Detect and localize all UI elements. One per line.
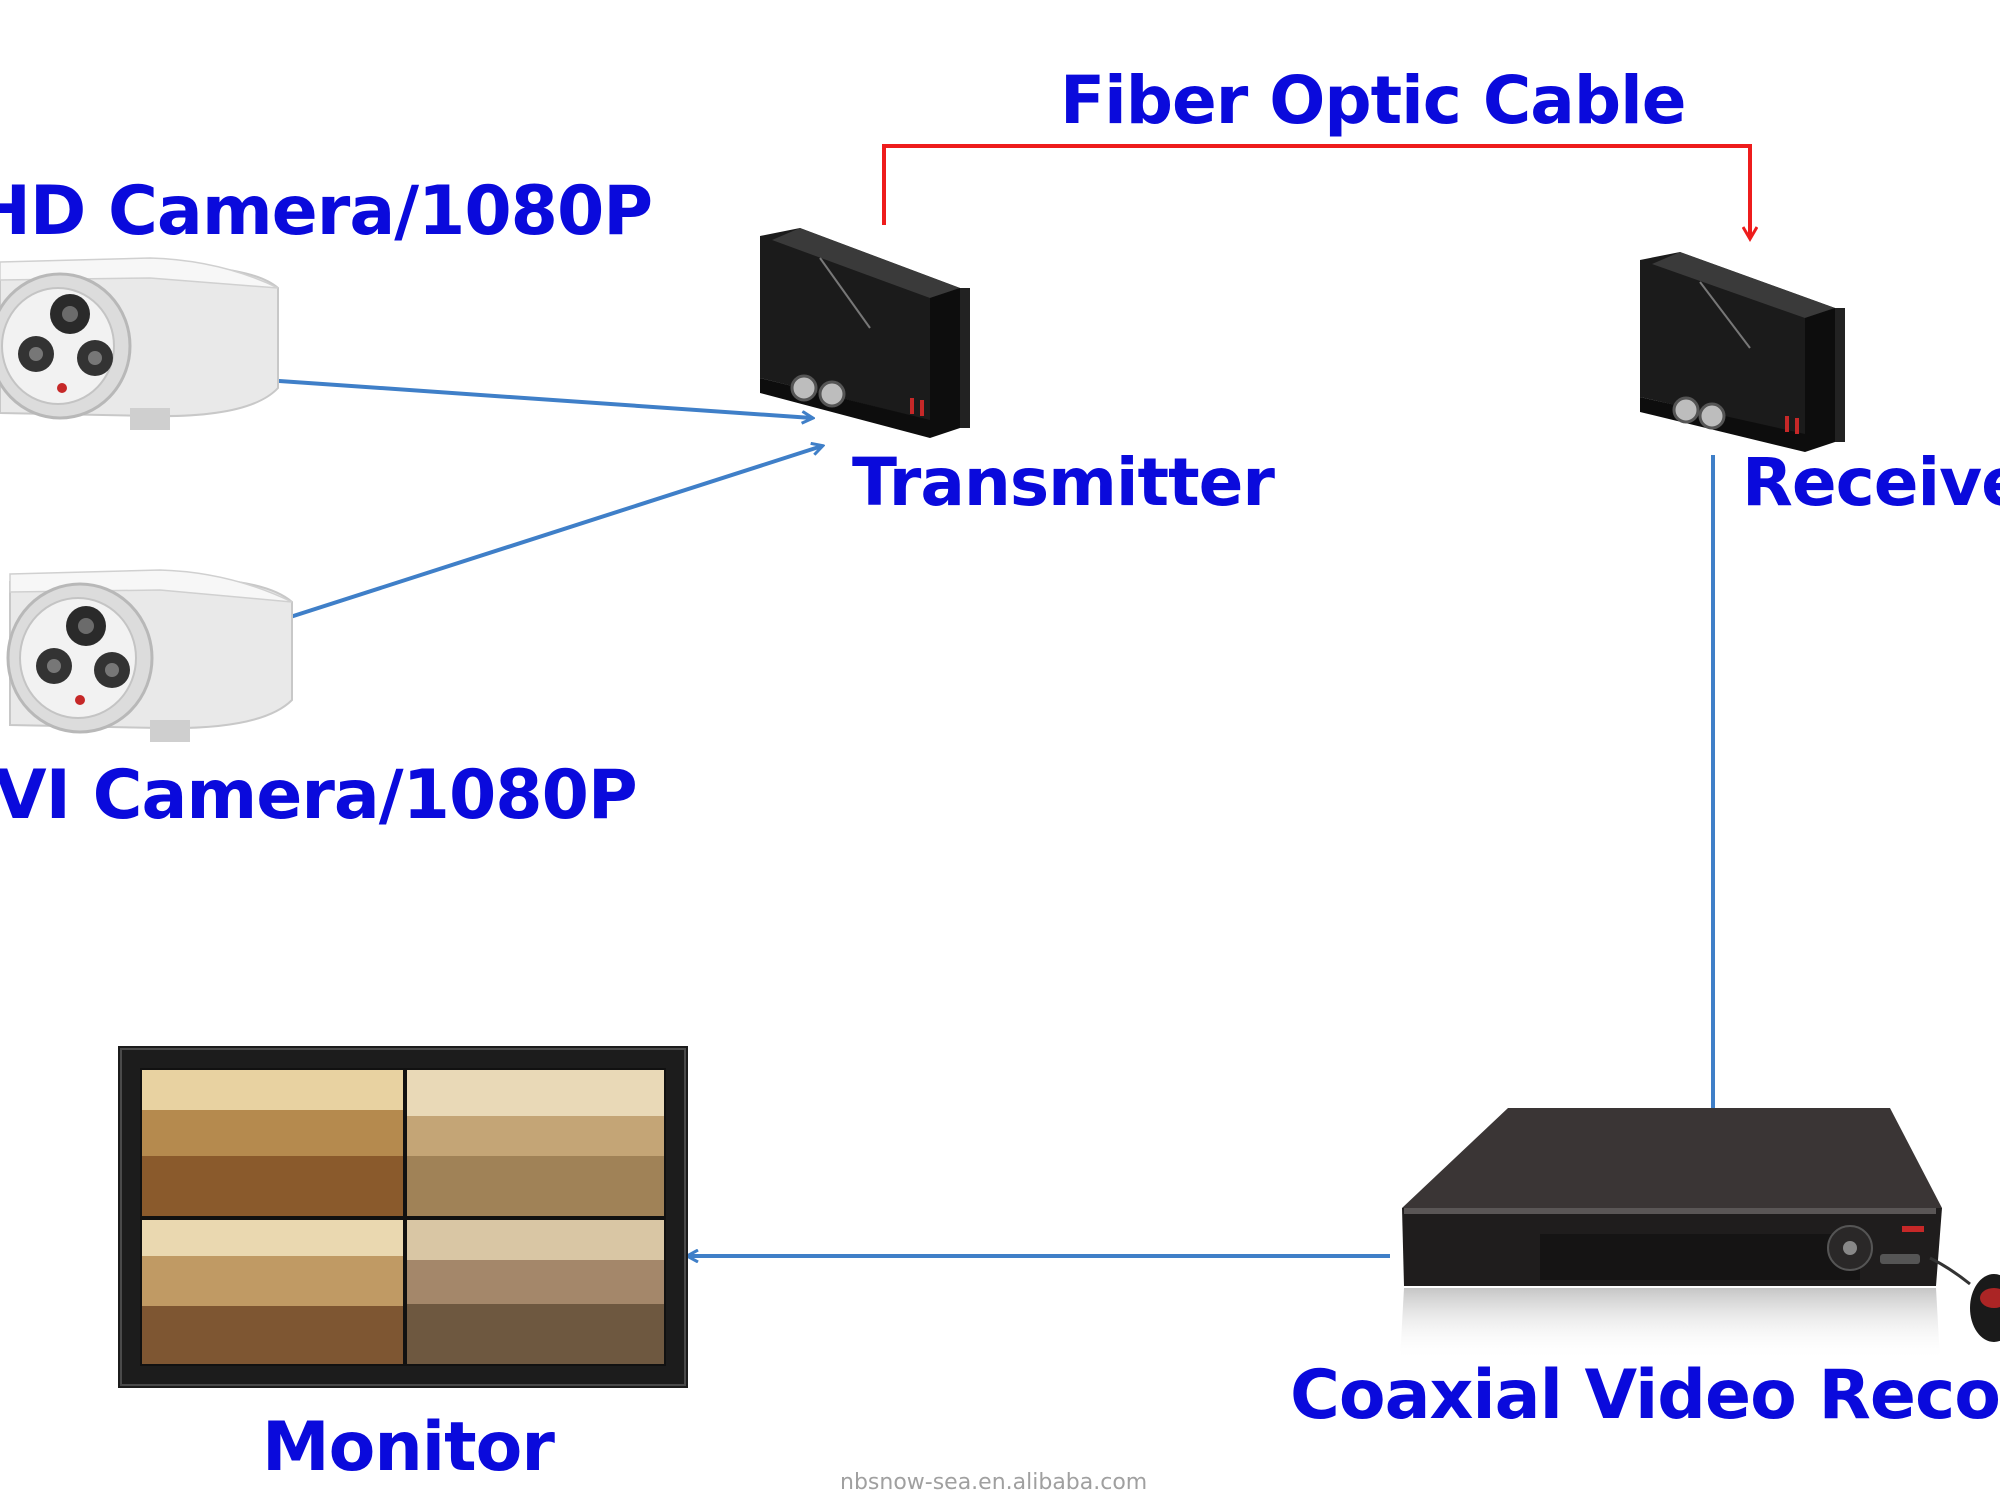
fiber-receiver-icon bbox=[1640, 252, 1845, 452]
hd-camera-label: HD Camera/1080P bbox=[0, 172, 653, 251]
fiber-optic-link bbox=[882, 144, 1750, 238]
cvi-camera-to-transmitter-link bbox=[255, 446, 822, 630]
dvr-recorder-icon bbox=[1400, 1108, 2000, 1360]
recorder-label: Coaxial Video Recorder bbox=[1290, 1356, 2000, 1435]
transmitter-label: Transmitter bbox=[852, 444, 1275, 521]
receiver-label: Receiver bbox=[1742, 444, 2000, 521]
bullet-camera-icon bbox=[0, 257, 279, 430]
cvi-camera-label: VI Camera/1080P bbox=[0, 756, 638, 835]
watermark: nbsnow-sea.en.alibaba.com bbox=[840, 1470, 1148, 1495]
fiber-transmitter-icon bbox=[760, 228, 970, 438]
monitor-label: Monitor bbox=[262, 1408, 555, 1487]
monitor-icon bbox=[118, 1046, 688, 1388]
fiber-optic-cable-label: Fiber Optic Cable bbox=[1060, 62, 1686, 139]
bullet-camera-icon bbox=[6, 569, 293, 742]
hd-camera-to-transmitter-link bbox=[221, 375, 812, 418]
